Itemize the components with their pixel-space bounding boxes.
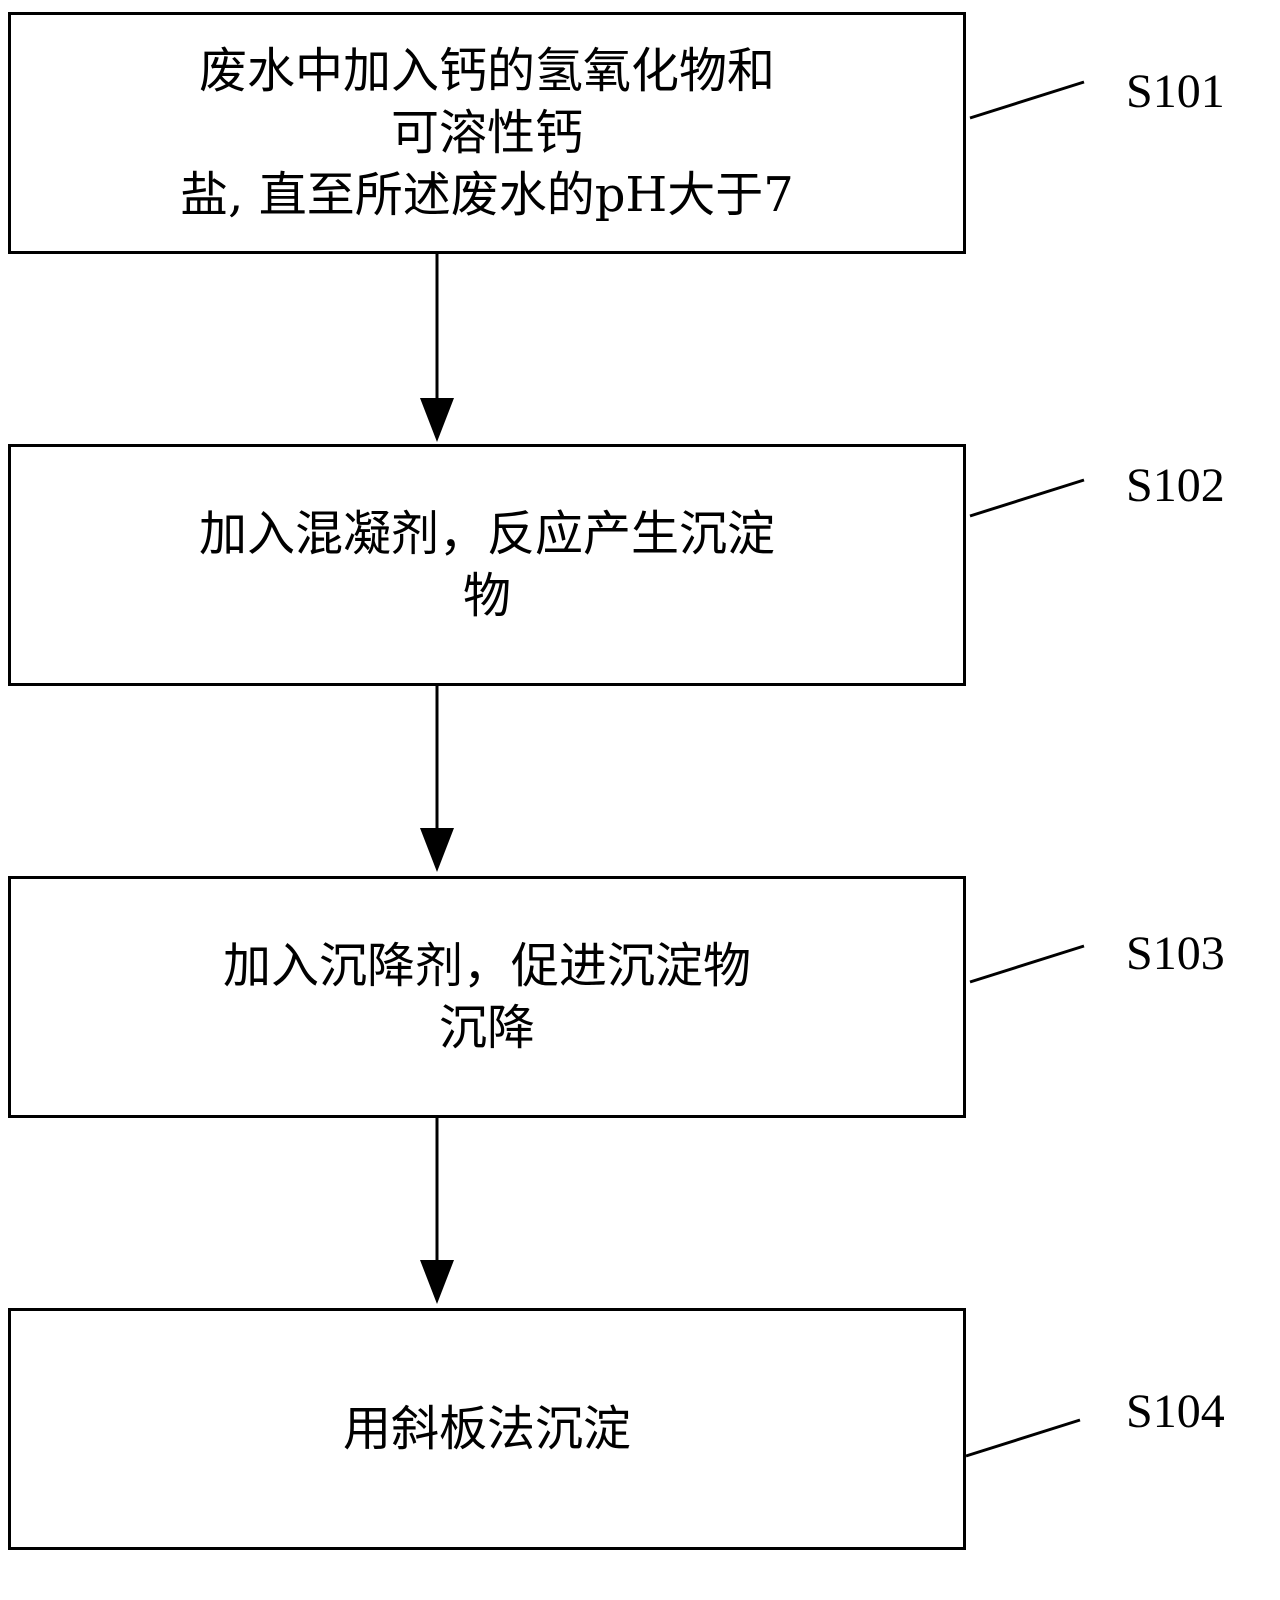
step-s103-text-line-1: 加入沉降剂，促进沉淀物	[222, 938, 751, 994]
flow-arrow-s102-s103	[420, 686, 454, 872]
step-box-s103: 加入沉降剂，促进沉淀物 沉降	[8, 876, 966, 1118]
step-box-s104: 用斜板法沉淀	[8, 1308, 966, 1550]
leader-line-s102	[969, 478, 1085, 518]
step-label-s103: S103	[1126, 927, 1225, 980]
leader-line-s103	[969, 944, 1085, 984]
step-s102-text-line-1: 加入混凝剂，反应产生沉淀	[198, 506, 775, 562]
flow-arrow-s101-s102	[420, 254, 454, 442]
step-s102-text-line-2: 物	[462, 568, 511, 624]
step-s101-text-line-2: 可溶性钙	[390, 105, 583, 161]
step-s104-text-line-1: 用斜板法沉淀	[342, 1401, 631, 1457]
step-label-s101: S101	[1126, 65, 1225, 118]
step-label-s104: S104	[1126, 1385, 1225, 1438]
step-box-s102: 加入混凝剂，反应产生沉淀 物	[8, 444, 966, 686]
step-s103-text-line-2: 沉降	[438, 1000, 535, 1056]
step-s101-text-line-3: 盐, 直至所述废水的pH大于7	[180, 167, 794, 223]
leader-line-s101	[969, 80, 1085, 120]
flow-arrow-s103-s104	[420, 1118, 454, 1304]
step-box-s101: 废水中加入钙的氢氧化物和 可溶性钙 盐, 直至所述废水的pH大于7	[8, 12, 966, 254]
step-s101-text-line-1: 废水中加入钙的氢氧化物和	[198, 43, 775, 99]
leader-line-s104	[965, 1418, 1081, 1458]
step-label-s102: S102	[1126, 459, 1225, 512]
